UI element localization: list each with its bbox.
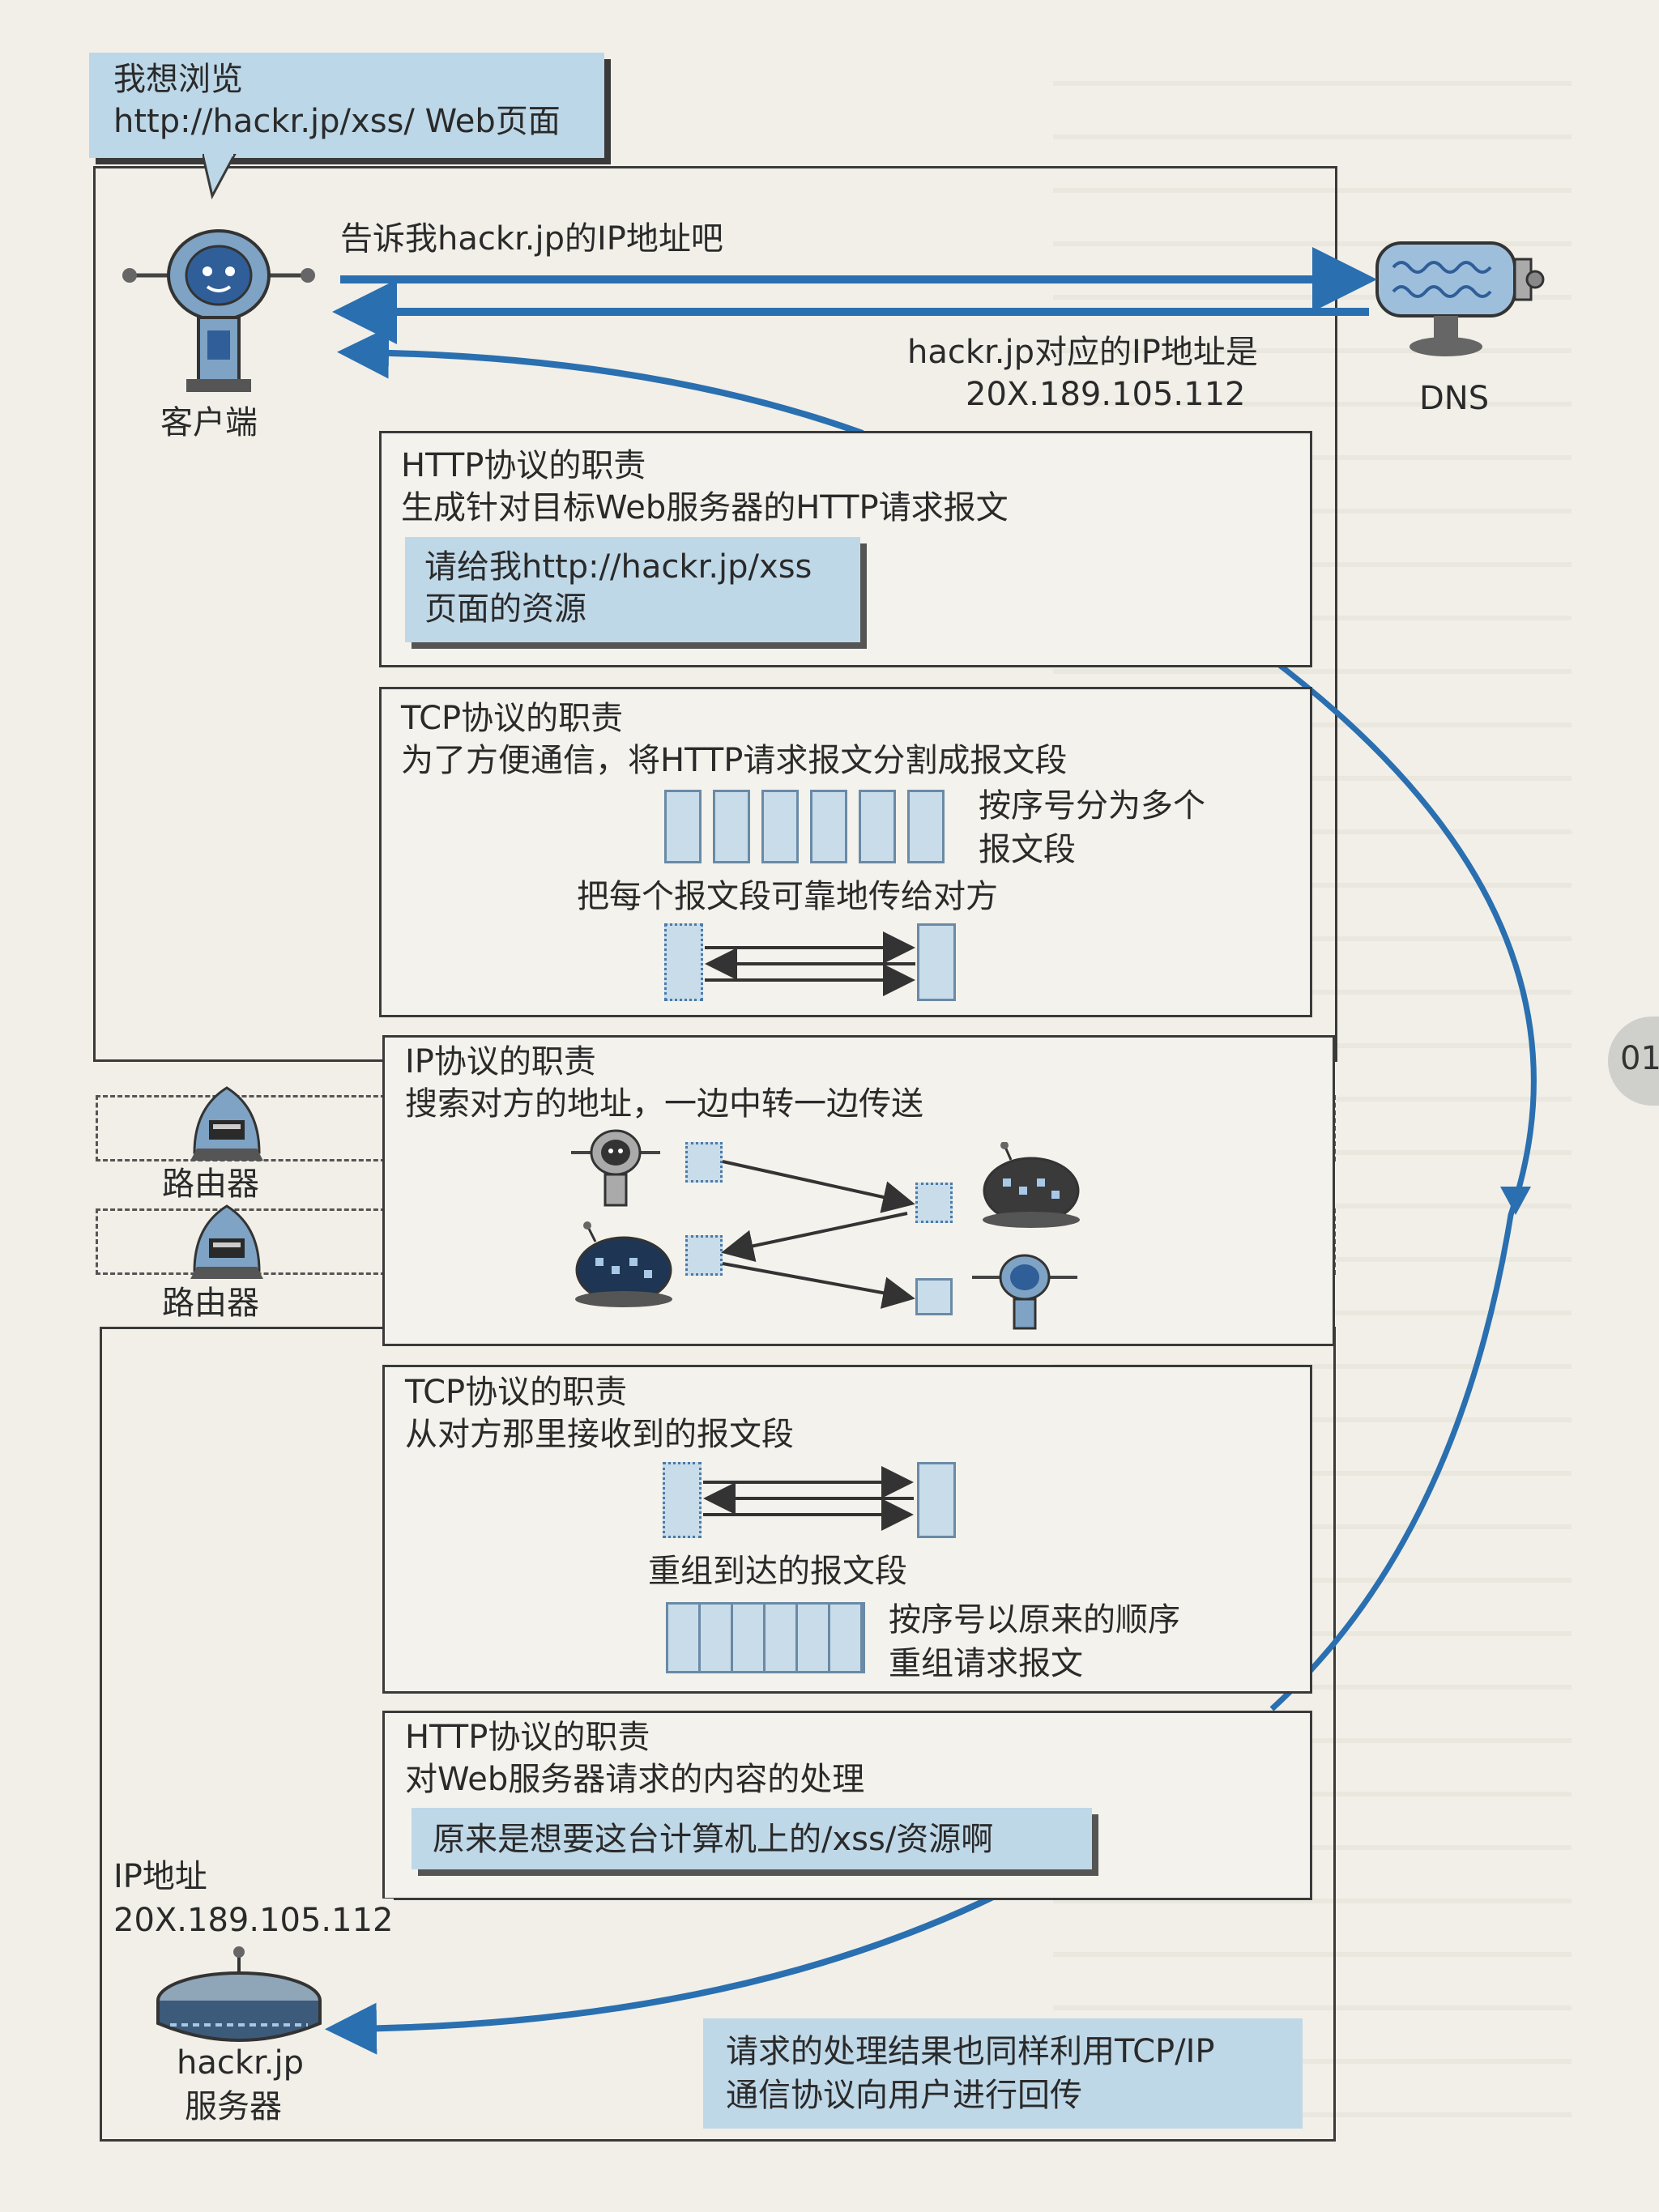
http-server-note-text: 原来是想要这台计算机上的/xss/资源啊 (433, 1821, 994, 1858)
speech-bubble: 我想浏览 http://hackr.jp/xss/ Web页面 (89, 53, 604, 158)
small-robot-icon (571, 1129, 660, 1207)
small-blue-robot-icon (972, 1254, 1077, 1330)
speech-line-1: 我想浏览 (113, 61, 243, 98)
http-client-note: 请给我http://hackr.jp/xss 页面的资源 (405, 537, 860, 642)
tcp-order-line-1: 按序号以原来的顺序 (889, 1601, 1180, 1639)
dns-reply-line-2: 20X.189.105.112 (966, 376, 1246, 413)
dome-robot-icon (983, 1142, 1080, 1228)
segment-block (664, 790, 702, 863)
server-ip-value: 20X.189.105.112 (113, 1899, 394, 1942)
web-server-icon (156, 1946, 322, 2042)
http-client-desc: 生成针对目标Web服务器的HTTP请求报文 (401, 489, 1009, 526)
tcp-server-exchange-arrows (703, 1466, 914, 1531)
tcp-split-line-1: 按序号分为多个 (979, 787, 1205, 825)
reassembled-message (666, 1602, 865, 1673)
packet (685, 1235, 723, 1276)
speech-line-2: http://hackr.jp/xss/ Web页面 (113, 103, 561, 140)
ip-desc: 搜索对方的地址，一边中转一边传送 (405, 1085, 923, 1123)
sender-segment (664, 923, 703, 1001)
tcp-order-line-2: 重组请求报文 (889, 1645, 1083, 1682)
server-label-line-1: hackr.jp (177, 2044, 305, 2082)
received-segment (917, 1462, 956, 1538)
segment-block (761, 790, 799, 863)
dns-label: DNS (1419, 380, 1490, 417)
tcp-server-desc: 从对方那里接收到的报文段 (405, 1416, 794, 1453)
segment-block (907, 790, 945, 863)
page-tab-number: 01 (1620, 1040, 1659, 1077)
speech-bubble-tail (203, 154, 237, 200)
router-icon (190, 1204, 263, 1279)
packet (685, 1142, 723, 1183)
client-label: 客户端 (160, 404, 258, 441)
tcp-reliable-text: 把每个报文段可靠地传给对方 (577, 878, 998, 915)
tcp-server-title: TCP协议的职责 (405, 1374, 628, 1411)
dome-robot-icon (575, 1221, 672, 1307)
segment-block (859, 790, 896, 863)
ip-routing-arrows (721, 1160, 915, 1309)
server-label-line-2: 服务器 (185, 2088, 282, 2125)
dns-server-icon (1375, 241, 1545, 356)
http-client-note-line-1: 请给我http://hackr.jp/xss (424, 548, 812, 586)
dns-reply-line-1: hackr.jp对应的IP地址是 (907, 334, 1258, 371)
receiver-segment (917, 923, 956, 1001)
ip-title: IP协议的职责 (405, 1043, 596, 1080)
segment-block (713, 790, 750, 863)
result-line-1: 请求的处理结果也同样利用TCP/IP (726, 2033, 1215, 2070)
http-client-title: HTTP协议的职责 (401, 447, 646, 484)
http-server-title: HTTP协议的职责 (405, 1719, 650, 1756)
tcp-split-line-2: 报文段 (979, 831, 1076, 868)
dns-request-text: 告诉我hackr.jp的IP地址吧 (340, 220, 723, 258)
router-icon (190, 1086, 263, 1161)
tcp-client-desc: 为了方便通信，将HTTP请求报文分割成报文段 (401, 742, 1068, 779)
segment-block (810, 790, 847, 863)
received-segment (663, 1462, 702, 1538)
router-label-1: 路由器 (162, 1162, 259, 1206)
server-ip-label: IP地址 (113, 1855, 207, 1899)
client-robot-icon (122, 229, 315, 392)
tcp-reassemble-text: 重组到达的报文段 (648, 1553, 907, 1590)
packet (915, 1183, 953, 1223)
router-label-2: 路由器 (162, 1281, 259, 1325)
tcp-client-title: TCP协议的职责 (401, 700, 624, 737)
http-client-note-line-2: 页面的资源 (424, 590, 586, 628)
http-server-note: 原来是想要这台计算机上的/xss/资源啊 (412, 1808, 1092, 1869)
tcp-client-exchange-arrows (705, 931, 915, 996)
http-server-desc: 对Web服务器请求的内容的处理 (405, 1761, 865, 1798)
result-callout: 请求的处理结果也同样利用TCP/IP 通信协议向用户进行回传 (703, 2018, 1303, 2129)
packet (915, 1278, 953, 1315)
result-line-2: 通信协议向用户进行回传 (726, 2077, 1082, 2114)
